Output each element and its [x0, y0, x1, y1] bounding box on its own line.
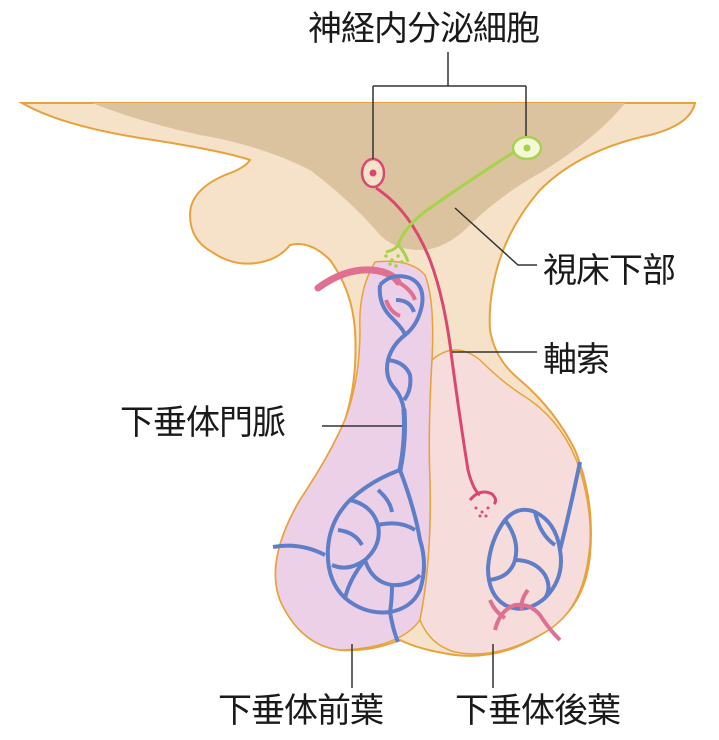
label-hypothalamus: 視床下部 — [543, 254, 675, 288]
label-axon: 軸索 — [543, 343, 609, 377]
label-anterior-pituitary: 下垂体前葉 — [218, 694, 383, 728]
label-posterior-pituitary: 下垂体後葉 — [455, 694, 620, 728]
label-hypophyseal-portal-vein: 下垂体門脈 — [120, 406, 285, 440]
label-neurosecretory-cell: 神経内分泌細胞 — [308, 12, 539, 46]
